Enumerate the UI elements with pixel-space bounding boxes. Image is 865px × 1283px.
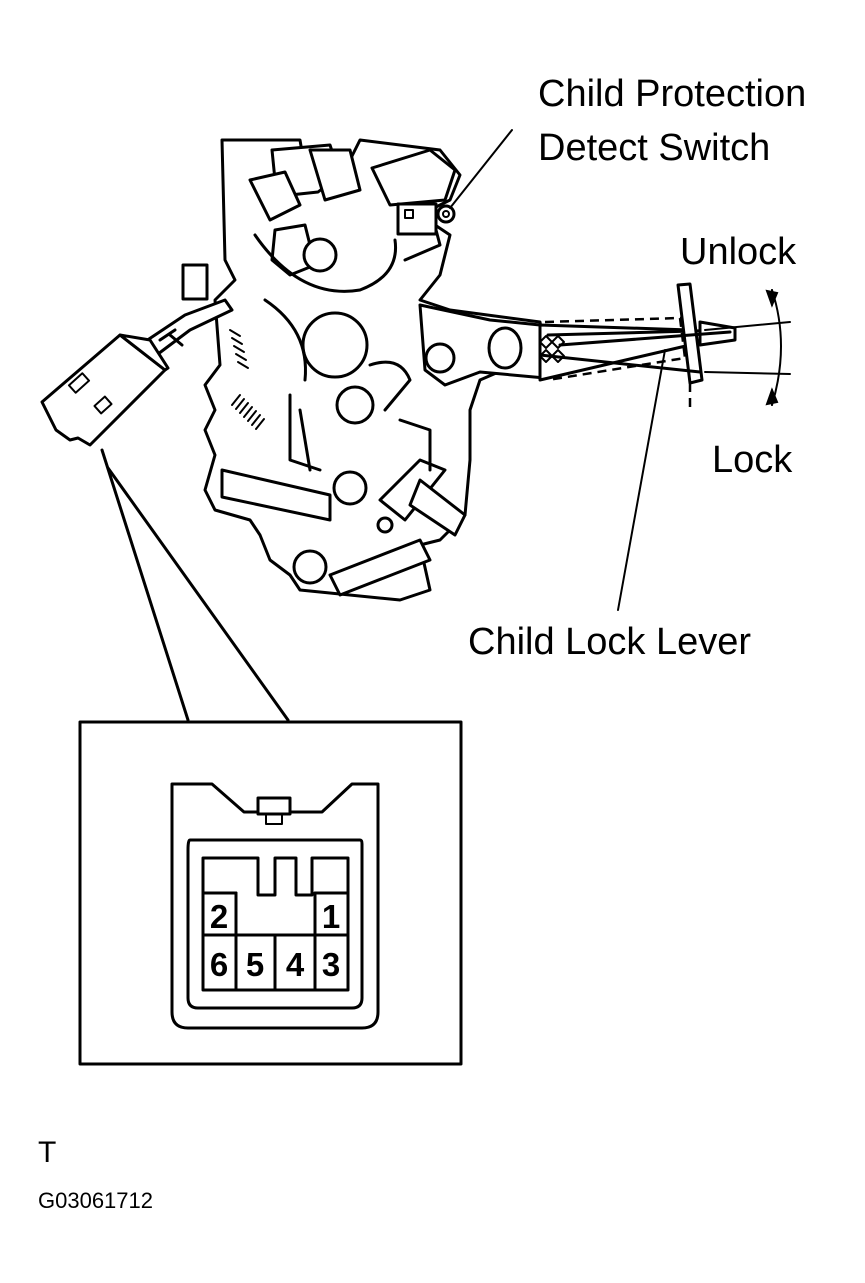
pin-label: 1	[322, 898, 340, 935]
wire-harness-connector	[40, 298, 234, 447]
pin-label: 4	[286, 946, 305, 983]
lever-leader-line	[617, 349, 666, 611]
lock-label: Lock	[712, 439, 793, 481]
door-lock-assembly	[181, 138, 547, 602]
lever-diamond-marks	[539, 335, 565, 363]
child-protection-detect-switch	[396, 202, 456, 262]
callout-line-left	[100, 448, 190, 722]
pin-label: 6	[210, 946, 228, 983]
figure-code: G03061712	[38, 1188, 153, 1213]
child-lock-lever	[538, 282, 791, 410]
pin-label: 5	[246, 946, 264, 983]
pin-label: 3	[322, 946, 340, 983]
child-lock-lever-label: Child Lock Lever	[468, 621, 751, 663]
callout-line-right	[106, 466, 290, 722]
switch-label-line1: Child Protection	[538, 73, 806, 115]
pin-label: 2	[210, 898, 228, 935]
connector-inset: 2 1 6 5 4 3	[78, 720, 463, 1066]
switch-label-line2: Detect Switch	[538, 127, 770, 169]
footer-letter: T	[38, 1136, 56, 1169]
switch-leader-line	[449, 129, 513, 209]
unlock-label: Unlock	[680, 231, 797, 273]
